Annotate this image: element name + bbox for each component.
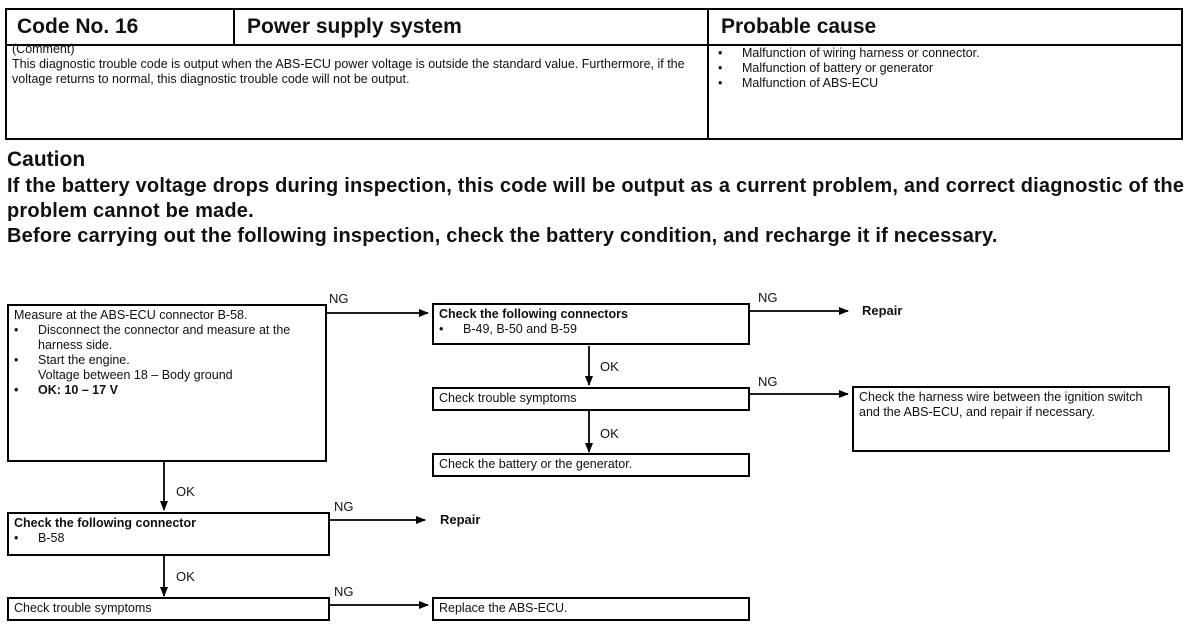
ok-label: OK (600, 359, 619, 374)
ok-label: OK (600, 426, 619, 441)
step-text: Voltage between 18 – Body ground (38, 368, 233, 382)
step-bullet: B-58 (14, 531, 323, 546)
repair-result: Repair (862, 303, 903, 318)
ok-label: OK (176, 569, 195, 584)
repair-result: Repair (440, 512, 481, 527)
ng-label: NG (758, 374, 778, 389)
cause-item: Malfunction of ABS-ECU (716, 76, 980, 91)
comment-text: (Comment) This diagnostic trouble code i… (12, 42, 692, 87)
step-replace-ecu: Replace the ABS-ECU. (432, 597, 750, 621)
step-text: Check trouble symptoms (14, 601, 152, 615)
caution-title: Caution (7, 148, 86, 171)
step-bullet: Disconnect the connector and measure at … (14, 323, 320, 353)
step-measure-connector: Measure at the ABS-ECU connector B-58. D… (7, 304, 327, 462)
step-check-symptoms: Check trouble symptoms (432, 387, 750, 411)
step-bullet: B-49, B-50 and B-59 (439, 322, 743, 337)
comment-body: This diagnostic trouble code is output w… (12, 57, 685, 86)
step-check-battery: Check the battery or the generator. (432, 453, 750, 477)
ng-label: NG (334, 499, 354, 514)
ng-label: NG (334, 584, 354, 599)
step-text: Measure at the ABS-ECU connector B-58. (14, 308, 248, 322)
divider (707, 10, 709, 138)
table-header-row: Code No. 16 Power supply system Probable… (7, 10, 1181, 46)
step-bullet: Start the engine. (14, 353, 320, 368)
step-check-connector: Check the following connector B-58 (7, 512, 330, 556)
step-title: Check the following connector (14, 516, 196, 530)
caution-text: If the battery voltage drops during insp… (7, 174, 1197, 249)
step-check-connectors: Check the following connectors B-49, B-5… (432, 303, 750, 345)
step-check-symptoms-2: Check trouble symptoms (7, 597, 330, 621)
step-text: Check trouble symptoms (439, 391, 577, 405)
caution-line-2: Before carrying out the following inspec… (7, 225, 998, 247)
step-title: Check the following connectors (439, 307, 628, 321)
cause-list: Malfunction of wiring harness or connect… (716, 46, 980, 91)
step-check-harness: Check the harness wire between the ignit… (852, 386, 1170, 452)
ng-label: NG (758, 290, 778, 305)
cause-item: Malfunction of battery or generator (716, 61, 980, 76)
code-number: Code No. 16 (17, 15, 139, 38)
step-bullet: OK: 10 – 17 V (14, 383, 320, 398)
ng-label: NG (329, 291, 349, 306)
divider (233, 10, 235, 44)
ok-label: OK (176, 484, 195, 499)
diagnostic-code-table: Code No. 16 Power supply system Probable… (5, 8, 1183, 140)
step-text: Check the battery or the generator. (439, 457, 633, 471)
cause-item: Malfunction of wiring harness or connect… (716, 46, 980, 61)
step-text: Check the harness wire between the ignit… (859, 390, 1143, 419)
system-name: Power supply system (247, 15, 462, 38)
caution-line-1: If the battery voltage drops during insp… (7, 175, 1185, 222)
probable-cause-title: Probable cause (721, 15, 877, 38)
step-text: Replace the ABS-ECU. (439, 601, 568, 615)
comment-label: (Comment) (12, 42, 75, 56)
